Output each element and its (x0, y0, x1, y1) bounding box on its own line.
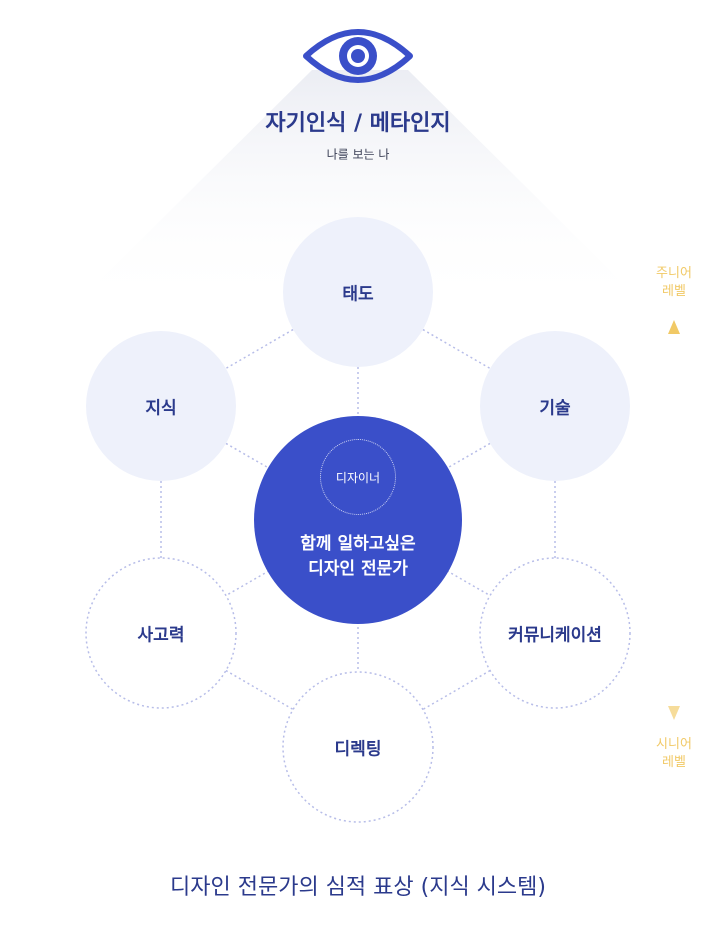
level-junior-line1: 주니어 (656, 266, 692, 281)
arrow-up-icon (668, 320, 680, 334)
node-label-communication: 커뮤니케이션 (508, 625, 602, 646)
center-title: 함께 일하고싶은 디자인 전문가 (300, 532, 415, 582)
node-label-attitude: 태도 (342, 284, 374, 305)
level-arrow (668, 320, 680, 720)
node-skill (480, 331, 630, 481)
header-subtitle: 나를 보는 나 (326, 147, 390, 162)
node-knowledge (86, 331, 236, 481)
connector-skill-thinking (160, 405, 556, 634)
connector-knowledge-communication (160, 405, 556, 634)
arrow-down-icon (668, 706, 680, 720)
node-thinking (85, 557, 237, 709)
node-label-directing: 디렉팅 (334, 739, 382, 760)
level-junior-line2: 레벨 (662, 284, 686, 299)
node-label-knowledge: 지식 (145, 398, 177, 419)
node-center (254, 416, 462, 624)
center-title-line2: 디자인 전문가 (308, 559, 408, 579)
level-junior: 주니어 레벨 (656, 265, 692, 301)
node-directing (282, 671, 434, 823)
eye-icon (303, 29, 413, 83)
center-badge-label: 디자이너 (335, 470, 381, 485)
vision-beam (70, 70, 650, 310)
node-communication (479, 557, 631, 709)
level-senior-line2: 레벨 (662, 755, 686, 770)
center-badge: 디자이너 (320, 439, 396, 515)
level-senior: 시니어 레벨 (656, 736, 692, 772)
center-title-line1: 함께 일하고싶은 (300, 534, 416, 554)
connector-lines (160, 291, 556, 748)
node-label-thinking: 사고력 (137, 625, 185, 646)
node-label-skill: 기술 (539, 398, 571, 419)
header-title: 자기인식 / 메타인지 (265, 111, 451, 136)
node-attitude (283, 217, 433, 367)
footer-title: 디자인 전문가의 심적 표상 (지식 시스템) (170, 875, 546, 900)
level-senior-line1: 시니어 (656, 737, 692, 752)
